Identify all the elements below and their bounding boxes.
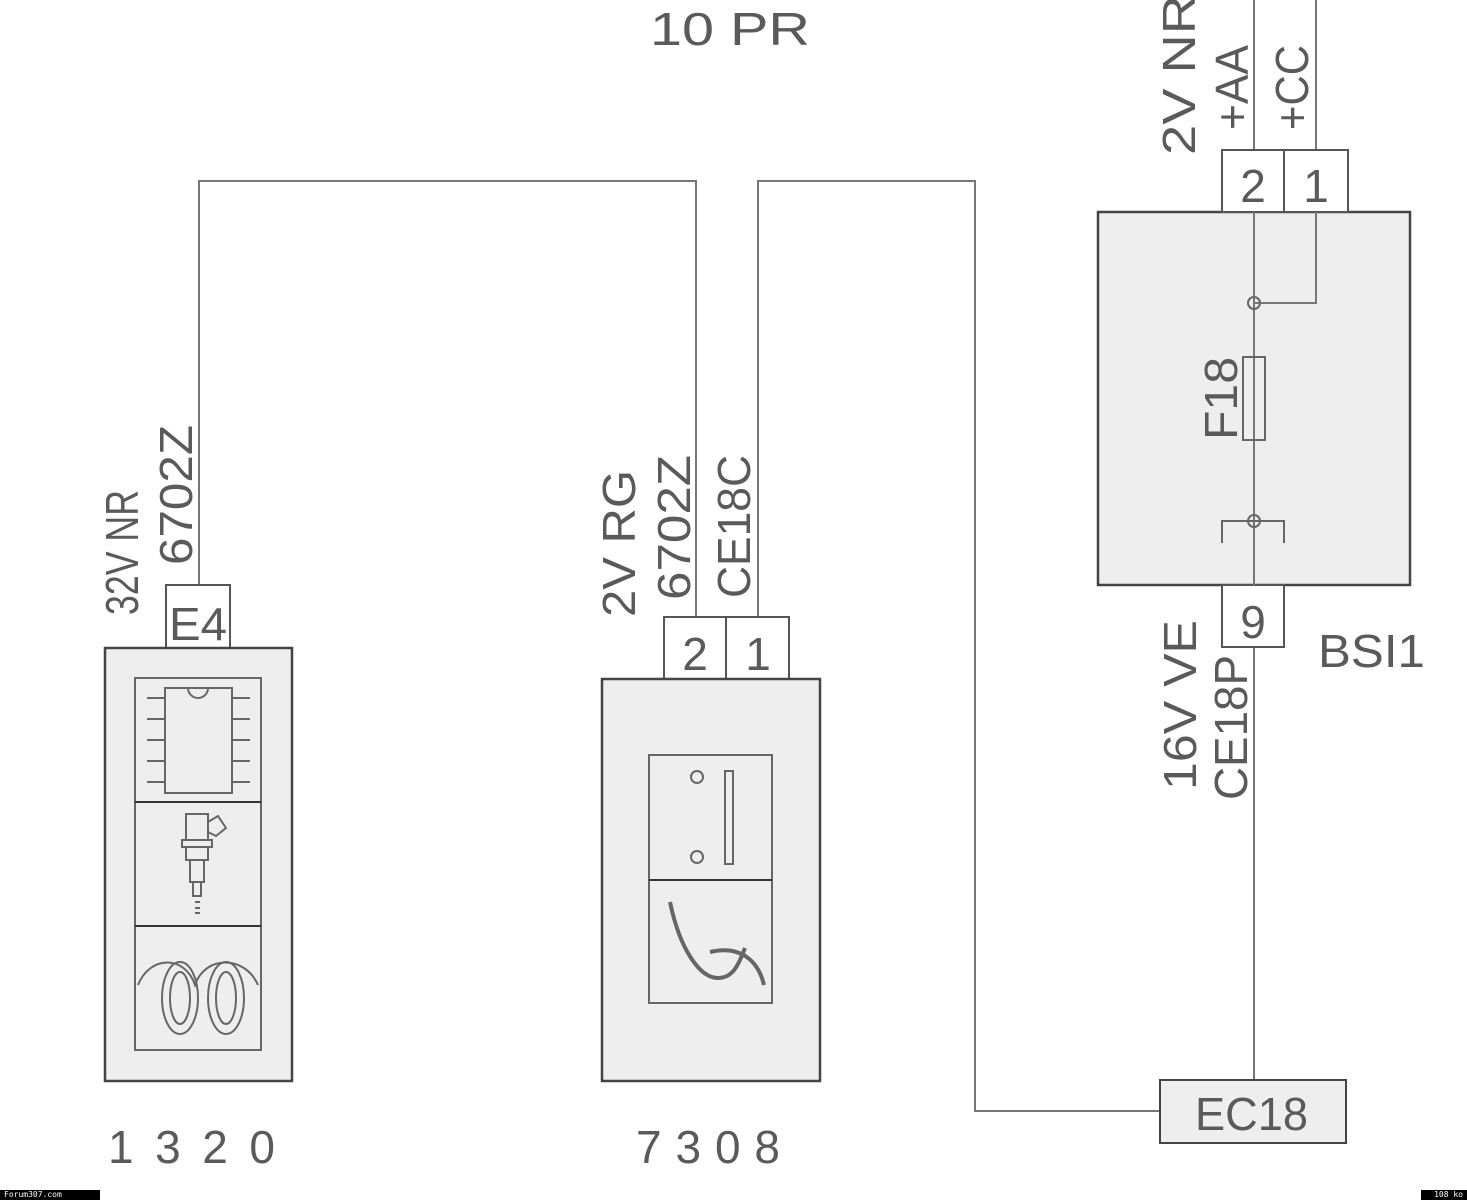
connector-pin-2: [663, 616, 727, 680]
wire-label-32V-NR: 32V NR: [96, 490, 148, 615]
component-BSI1: 2 1 9 F18 2V NR +AA +CC 16V VE CE18P BSI…: [1096, 0, 1425, 800]
bsi-pin-9-label: 9: [1240, 596, 1266, 648]
component-7308-label: 7308: [636, 1121, 780, 1173]
injector-icon: [181, 813, 228, 914]
wire-label-6702Z: 6702Z: [648, 455, 700, 600]
ic-chip-icon: [147, 687, 250, 794]
wire-label-2V-NR: 2V NR: [1153, 0, 1205, 155]
connector-pin-1: [725, 616, 790, 680]
footer-site-label: Forum307.com: [0, 1190, 100, 1200]
wire-label-AA: +AA: [1206, 45, 1258, 130]
pin-2-label: 2: [682, 628, 708, 680]
wire-label-16V-VE: 16V VE: [1154, 620, 1206, 790]
footer-file-size: 108 ko: [1421, 1190, 1467, 1200]
component-7308: 2 1 2V RG 6702Z CE18C 7308: [593, 455, 822, 1173]
component-1320: E4 32V NR 6702Z 1320: [96, 425, 294, 1173]
diagram-title: 10 PR: [650, 3, 810, 55]
ground-bracket-icon: [1221, 520, 1285, 543]
fuse-label: F18: [1195, 357, 1247, 440]
fuse-icon: [1242, 356, 1266, 441]
wire-label-6702Z: 6702Z: [150, 425, 202, 565]
component-1320-label: 1320: [108, 1121, 275, 1173]
component-BSI1-label: BSI1: [1318, 625, 1425, 677]
pin-1-label: 1: [745, 628, 771, 680]
wire-label-2V-RG: 2V RG: [593, 470, 645, 617]
relay-switch-icon: [690, 770, 734, 865]
wire-CE18C: [757, 180, 1160, 1112]
connector-E4-label: E4: [169, 598, 227, 650]
bsi-pin-1-label: 1: [1303, 160, 1329, 212]
curved-arrow-icon: [668, 901, 766, 986]
wire-6702Z: [198, 180, 697, 617]
coil-icon: [137, 961, 259, 1035]
bsi-pin-9: [1221, 584, 1285, 648]
component-EC18-label: EC18: [1195, 1088, 1308, 1140]
bsi-pin-2-label: 2: [1240, 160, 1266, 212]
component-EC18: EC18: [1159, 1079, 1347, 1144]
wire-label-CC: +CC: [1266, 45, 1318, 130]
bsi-pin-1: [1283, 149, 1349, 213]
wire-label-CE18C: CE18C: [708, 455, 760, 598]
wire-label-CE18P: CE18P: [1205, 655, 1257, 800]
connector-E4: [165, 584, 231, 649]
